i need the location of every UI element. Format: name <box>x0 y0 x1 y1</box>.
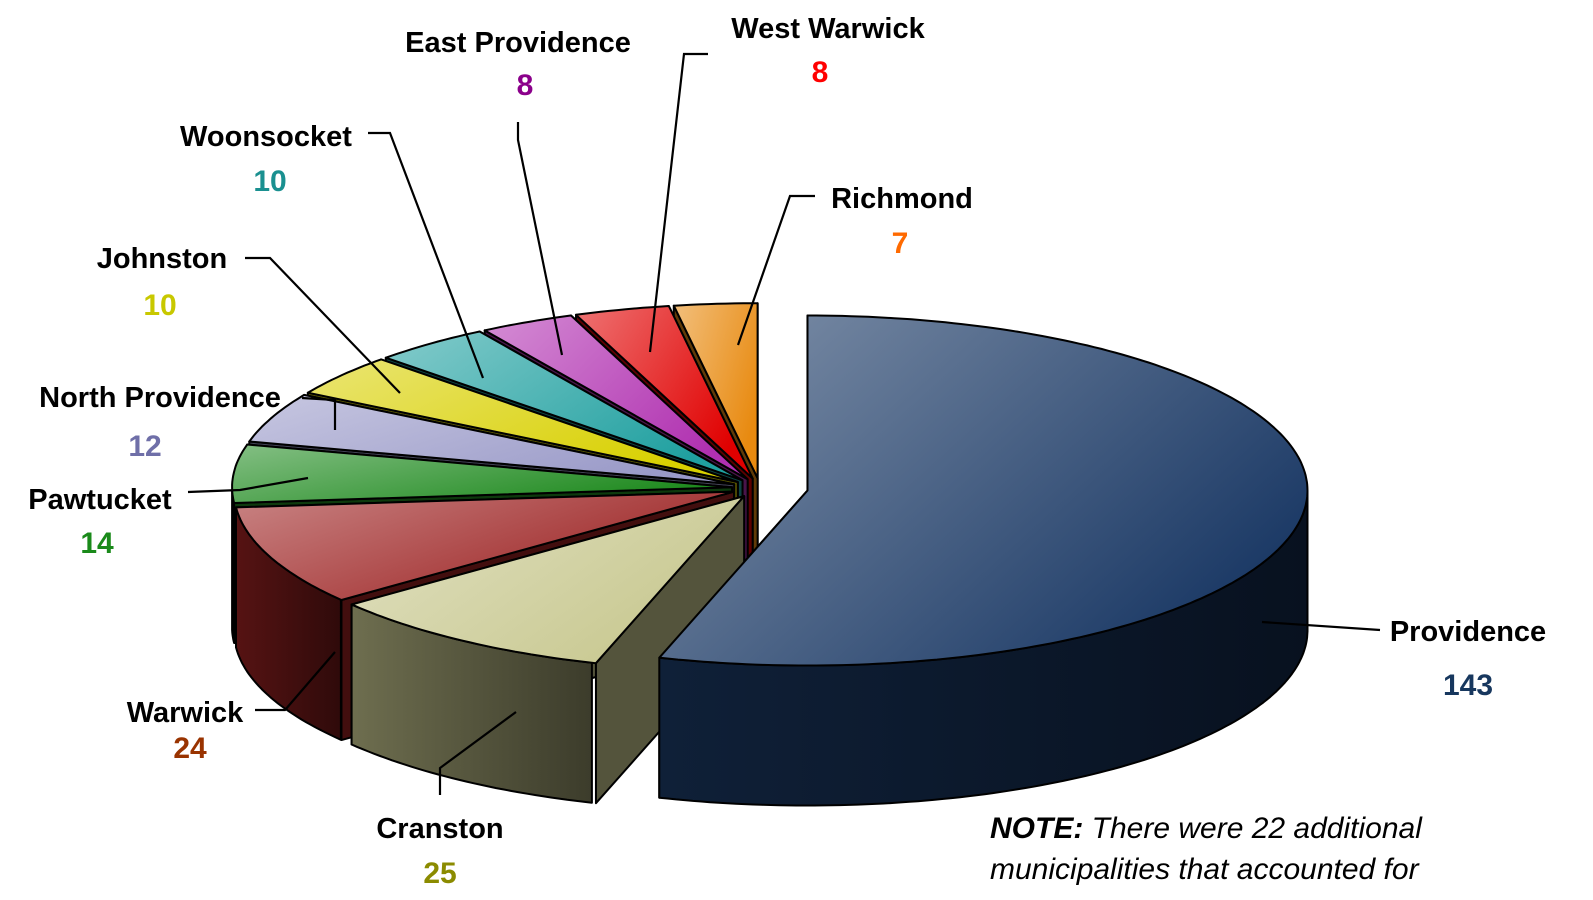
slice-value-east-providence: 8 <box>517 69 534 102</box>
slice-value-cranston: 25 <box>423 857 456 890</box>
note-text: NOTE: There were 22 additional municipal… <box>990 808 1593 890</box>
slice-label-cranston: Cranston <box>376 813 503 845</box>
note-bold: NOTE: <box>990 812 1084 845</box>
pie-slice-north-providence <box>248 393 736 486</box>
pie-slice-woonsocket <box>384 330 744 482</box>
pie-slice-side-pawtucket <box>231 488 235 644</box>
pie-slice-east-providence <box>483 314 749 481</box>
leader-line-richmond <box>736 194 815 346</box>
slice-label-richmond: Richmond <box>831 183 973 215</box>
slice-label-providence: Providence <box>1390 616 1546 648</box>
slice-value-woonsocket: 10 <box>253 165 286 198</box>
leader-line-johnston <box>245 256 401 394</box>
slice-value-north-providence: 12 <box>128 430 161 463</box>
slice-value-johnston: 10 <box>143 289 176 322</box>
slice-value-pawtucket: 14 <box>80 527 114 560</box>
slice-label-north-providence: North Providence <box>39 382 281 414</box>
slice-label-west-warwick: West Warwick <box>731 13 925 45</box>
pie-slice-west-warwick <box>575 305 754 480</box>
pie-slice-warwick <box>235 490 735 601</box>
leader-line-east-providence <box>516 122 564 356</box>
pie-slice-johnston <box>306 358 739 483</box>
slice-label-johnston: Johnston <box>97 243 228 275</box>
leader-line-cranston <box>438 711 517 795</box>
pie-slice-cranston <box>350 495 746 665</box>
slice-value-providence: 143 <box>1443 669 1493 702</box>
note-line-1: There were 22 additional <box>1083 812 1422 845</box>
pie-slice-providence <box>658 314 1309 667</box>
leader-line-north-providence <box>301 396 337 430</box>
leader-line-providence <box>1261 620 1381 632</box>
slice-label-woonsocket: Woonsocket <box>180 121 352 153</box>
slice-value-warwick: 24 <box>173 732 207 765</box>
leader-line-woonsocket <box>368 131 485 379</box>
leader-line-west-warwick <box>648 52 708 353</box>
leader-line-warwick <box>255 651 336 712</box>
slice-label-pawtucket: Pawtucket <box>28 484 172 516</box>
note-line-2: municipalities that accounted for <box>990 853 1419 886</box>
leader-line-pawtucket <box>187 476 309 494</box>
pie-slice-pawtucket <box>231 443 734 504</box>
slice-label-warwick: Warwick <box>127 697 244 729</box>
slice-label-east-providence: East Providence <box>405 27 631 59</box>
slice-value-richmond: 7 <box>892 227 909 260</box>
slice-value-west-warwick: 8 <box>812 56 829 89</box>
